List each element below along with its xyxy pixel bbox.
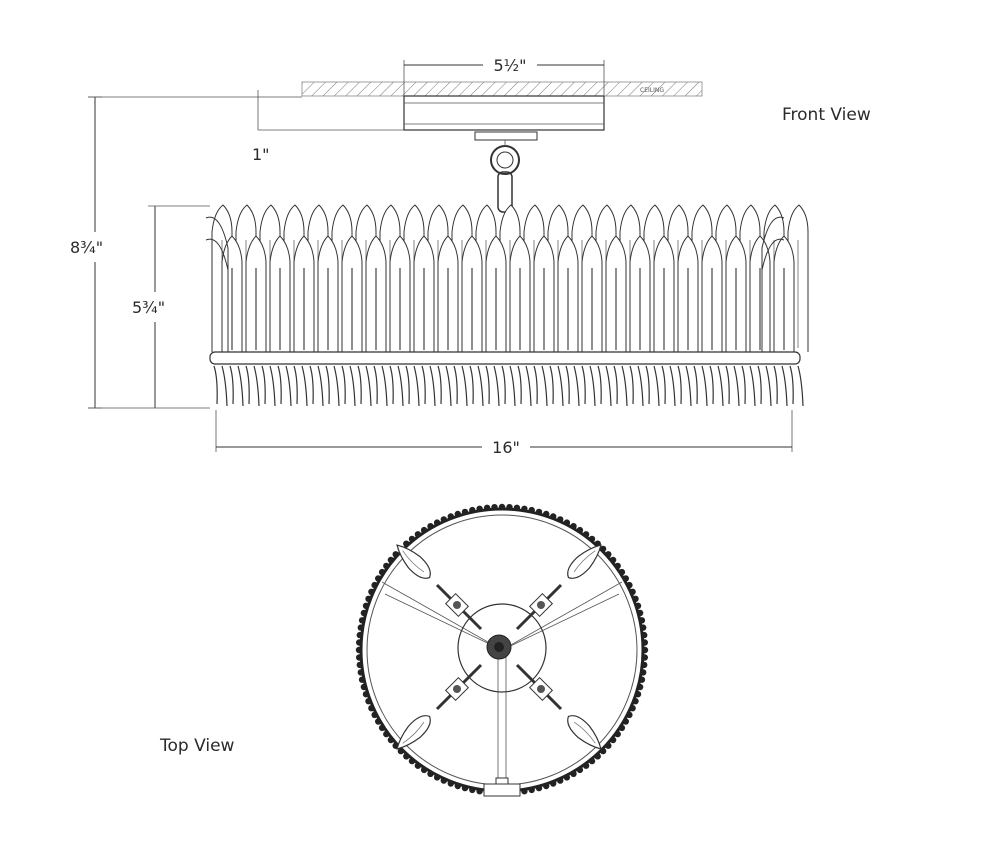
bottom-fringe xyxy=(213,365,804,407)
fringe-strand xyxy=(645,365,660,407)
fringe-strand xyxy=(533,365,548,407)
leaf-row-front xyxy=(205,216,795,352)
hanging-hook xyxy=(474,131,538,213)
fringe-strand xyxy=(565,365,580,407)
fringe-strand xyxy=(773,365,788,407)
leaf xyxy=(677,235,699,352)
fringe-strand xyxy=(677,365,692,407)
leaf xyxy=(293,235,315,352)
candle-arm xyxy=(396,663,483,750)
leaf xyxy=(269,235,291,352)
leaf xyxy=(509,235,531,352)
leaf xyxy=(773,235,795,352)
leaf xyxy=(605,235,627,352)
fringe-strand xyxy=(597,365,612,407)
fringe-strand xyxy=(693,365,708,407)
leaf xyxy=(533,235,555,352)
leaf xyxy=(317,235,339,352)
leaf xyxy=(389,235,411,352)
front-view: CEILING 5½" 1" 8¾" xyxy=(70,56,871,457)
fringe-strand xyxy=(229,365,244,407)
fringe-strand xyxy=(421,365,436,407)
fringe-strand xyxy=(325,365,340,407)
fringe-strand xyxy=(453,365,468,407)
leaf xyxy=(461,235,483,352)
fringe-strand xyxy=(613,365,628,407)
leaf xyxy=(749,235,771,352)
fringe-strand xyxy=(469,365,484,407)
fringe-strand xyxy=(485,365,500,407)
fringe-strand xyxy=(341,365,356,407)
fringe-strand xyxy=(629,365,644,407)
leaf xyxy=(581,235,603,352)
fringe-strand xyxy=(405,365,420,407)
diameter-label: 16" xyxy=(492,438,520,457)
ceiling-tag: CEILING xyxy=(640,87,664,94)
fringe-strand xyxy=(741,365,756,407)
fringe-strand xyxy=(789,365,804,407)
fixture-band xyxy=(209,351,801,365)
leaf xyxy=(221,235,243,352)
side-leaf xyxy=(205,238,229,352)
fringe-strand xyxy=(725,365,740,407)
leaf xyxy=(245,235,267,352)
canopy-depth-label: 1" xyxy=(252,145,270,164)
fringe-strand xyxy=(581,365,596,407)
fringe-strand xyxy=(277,365,292,407)
fringe-strand xyxy=(293,365,308,407)
fringe-strand xyxy=(549,365,564,407)
leaf xyxy=(701,235,723,352)
candle-arm xyxy=(515,663,602,750)
leaf xyxy=(413,235,435,352)
fringe-strand xyxy=(709,365,724,407)
leaf xyxy=(485,235,507,352)
fringe-strand xyxy=(757,365,772,407)
fringe-strand xyxy=(213,365,228,407)
canopy xyxy=(403,95,605,131)
leaf xyxy=(341,235,363,352)
support-spokes xyxy=(381,581,623,785)
center-hub xyxy=(457,603,547,693)
leaf xyxy=(437,235,459,352)
bottom-bracket xyxy=(483,783,521,797)
canopy-width-label: 5½" xyxy=(493,56,526,75)
candle-arm xyxy=(396,544,483,631)
candle-arm xyxy=(515,544,602,631)
leaf xyxy=(725,235,747,352)
front-view-label: Front View xyxy=(782,105,871,125)
fringe-strand xyxy=(309,365,324,407)
top-view-label: Top View xyxy=(159,736,235,756)
top-view: Top View xyxy=(159,503,649,797)
fringe-strand xyxy=(261,365,276,407)
fringe-strand xyxy=(437,365,452,407)
leaf xyxy=(365,235,387,352)
side-leaf xyxy=(205,216,229,352)
body-height-label: 5¾" xyxy=(132,298,165,317)
leaf xyxy=(557,235,579,352)
fringe-strand xyxy=(517,365,532,407)
fringe-strand xyxy=(357,365,372,407)
fringe-strand xyxy=(373,365,388,407)
side-leaf xyxy=(761,238,785,352)
fringe-strand xyxy=(501,365,516,407)
fringe-strand xyxy=(245,365,260,407)
leaf xyxy=(629,235,651,352)
overall-height-label: 8¾" xyxy=(70,238,103,257)
side-leaf xyxy=(761,216,785,352)
leaf xyxy=(653,235,675,352)
fringe-strand xyxy=(661,365,676,407)
fringe-strand xyxy=(389,365,404,407)
